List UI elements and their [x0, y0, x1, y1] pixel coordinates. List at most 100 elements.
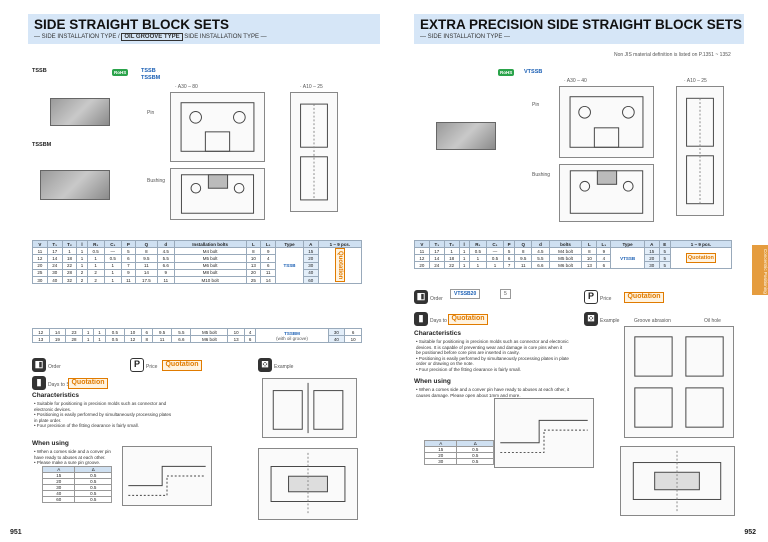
tssbm-name: TSSBM — [284, 330, 300, 336]
type-label-tssb: TSSB — [32, 68, 47, 74]
cell: 1 — [86, 261, 105, 270]
bushing-drawing — [170, 168, 265, 220]
oil-note: Oil hole — [704, 318, 721, 324]
dim-b: · A10 – 25 — [300, 84, 323, 90]
cell: 13 — [581, 261, 598, 269]
section-tab[interactable]: Concentric Positioning — [752, 245, 768, 295]
cell: 0.5 — [103, 254, 122, 263]
cell: 24 — [428, 261, 445, 269]
cell: 22 — [443, 261, 460, 269]
col-c1: C₁ — [485, 240, 505, 248]
cell: 17 — [428, 247, 445, 255]
cell: 8 — [581, 247, 598, 255]
col-t2: T₂ — [443, 240, 460, 248]
cell: 1 — [61, 246, 78, 256]
cell: 25 — [245, 276, 262, 285]
col-L: L — [245, 240, 262, 248]
example-label: Example — [600, 318, 620, 324]
cell: 11 — [135, 261, 158, 270]
cell: M6 bolt — [190, 335, 229, 343]
char-list: • Suitable for positioning in precision … — [34, 401, 174, 429]
cell: 10 — [581, 254, 598, 262]
col-l: l — [76, 240, 88, 248]
cell: 5 — [658, 261, 671, 269]
cell: 22 — [61, 261, 78, 270]
cell: 1 — [458, 254, 470, 262]
cell: 2 — [76, 268, 88, 278]
cell: 1 — [103, 268, 122, 278]
cell: 24 — [46, 261, 63, 270]
char-item: • Four precision of the fitting clearanc… — [34, 423, 139, 428]
side-drawing — [290, 92, 338, 212]
part-number-tssbm: TSSBM(with oil groove) — [255, 328, 329, 343]
example-label: Example — [274, 364, 294, 370]
example-drawing-2 — [620, 446, 735, 516]
col-L1: L₁ — [596, 240, 612, 248]
cell: 7 — [120, 261, 137, 270]
char-heading: Characteristics — [32, 392, 79, 399]
col-type: Type — [610, 240, 645, 248]
cell: 1 — [468, 261, 487, 269]
col-l: l — [458, 240, 470, 248]
left-title-bar: SIDE STRAIGHT BLOCK SETS — SIDE INSTALLA… — [28, 14, 380, 44]
cell: 14 — [48, 328, 67, 336]
cell: 8 — [140, 335, 154, 343]
subtitle-box: OIL GROOVE TYPE — [121, 33, 183, 41]
cell: 11 — [156, 276, 175, 285]
cell: M6 bolt — [548, 261, 583, 269]
char-item: • Suitable for positioning in precision … — [34, 401, 167, 412]
cell: 2 — [76, 276, 88, 285]
cell: 10 — [227, 328, 245, 336]
when-item: • Please make a sure pin groove. — [34, 460, 101, 465]
left-title: SIDE STRAIGHT BLOCK SETS — [34, 17, 230, 32]
right-page: EXTRA PRECISION SIDE STRAIGHT BLOCK SETS… — [384, 0, 768, 542]
price-icon: P — [584, 290, 598, 304]
cell: 1 — [76, 246, 88, 256]
when-item: causes damage. Please open about 1mm and… — [416, 392, 521, 398]
col-L: L — [581, 240, 598, 248]
cell: 1 — [468, 254, 487, 262]
dim-a: · A30 – 40 — [564, 78, 587, 84]
cell: M4 bolt — [548, 247, 583, 255]
price-icon: P — [130, 358, 144, 372]
cell: 32 — [61, 276, 78, 285]
cell: 8 — [245, 246, 262, 256]
cell: 6 — [344, 328, 362, 336]
part-number-tssb: TSSB — [275, 246, 304, 285]
cell: 20 — [245, 268, 262, 278]
cell: 0.5 — [468, 247, 487, 255]
dim-a: · A30 – 80 — [175, 84, 198, 90]
when-drawing — [122, 446, 212, 506]
pin-drawing — [170, 92, 265, 162]
cell: 40 — [327, 335, 346, 343]
rohs-badge: RoHS — [112, 69, 129, 76]
cell: 6 — [140, 328, 154, 336]
days-quotation: Quotation — [448, 314, 488, 325]
col-price: 1 ~ 9 pcs. — [317, 240, 363, 248]
cell: 13 — [227, 335, 245, 343]
cell: 18 — [61, 254, 78, 263]
col-e: E — [658, 240, 671, 248]
cell: 0.5 — [74, 496, 112, 503]
days-icon: ▮ — [32, 376, 46, 390]
cell: M8 bolt — [173, 268, 247, 278]
cell: 30 — [32, 276, 48, 285]
cell: 11 — [514, 261, 533, 269]
cell: 28 — [65, 335, 83, 343]
order-example-part: VTSSB20 — [450, 289, 481, 299]
col-p: P — [120, 240, 137, 248]
cell: 11 — [260, 268, 277, 278]
col-t2: T₂ — [61, 240, 78, 248]
cell: 12 — [32, 254, 48, 263]
quotation-badge: Quotation — [334, 248, 345, 283]
when-drawing — [494, 398, 594, 468]
char-heading: Characteristics — [414, 330, 461, 337]
vtssb-photo — [436, 122, 496, 150]
spec-table: V T₁ T₂ l R₁ C₁ P Q d Installation bolts… — [32, 240, 363, 285]
cell: 6 — [260, 261, 277, 270]
cell: — — [103, 246, 122, 256]
